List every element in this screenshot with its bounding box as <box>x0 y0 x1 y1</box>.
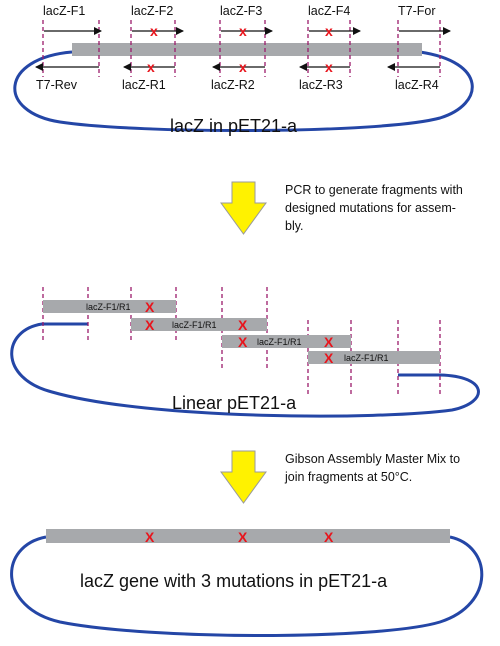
step-arrow-1 <box>220 181 267 235</box>
step1-text-line2: designed mutations for assem- <box>285 201 456 215</box>
assembled-plasmid-backbone <box>10 535 484 637</box>
primer-label-lacz-f3: lacZ-F3 <box>220 4 262 18</box>
assembled-mutation-3: X <box>324 529 334 545</box>
fragment-mutation-6: X <box>324 350 334 366</box>
mutation-mark-f4: x <box>325 23 333 39</box>
primer-label-lacz-f1: lacZ-F1 <box>43 4 85 18</box>
step1-text-line3: bly. <box>285 219 304 233</box>
panel1-caption: lacZ in pET21-a <box>170 116 298 136</box>
primer-label-lacz-f2: lacZ-F2 <box>131 4 173 18</box>
primer-label-lacz-r3: lacZ-R3 <box>299 78 343 92</box>
step2-text-line2: join fragments at 50°C. <box>284 470 412 484</box>
fragment-mutation-5: X <box>324 334 334 350</box>
primer-label-lacz-f4: lacZ-F4 <box>308 4 350 18</box>
mutation-mark-r3: x <box>325 59 333 75</box>
panel-pcr-fragments: lacZ-F1/R1 lacZ-F1/R1 lacZ-F1/R1 lacZ-F1… <box>10 287 480 418</box>
fragment-4-label: lacZ-F1/R1 <box>344 353 389 363</box>
assembled-mutation-2: X <box>238 529 248 545</box>
primer-label-lacz-r2: lacZ-R2 <box>211 78 255 92</box>
step2-text-line1: Gibson Assembly Master Mix to <box>285 452 460 466</box>
primer-label-t7-rev: T7-Rev <box>36 78 78 92</box>
fragment-3 <box>222 335 351 348</box>
fragment-mutation-4: X <box>238 334 248 350</box>
mutation-mark-r1: x <box>147 59 155 75</box>
mutation-mark-f3: x <box>239 23 247 39</box>
step-arrow-2 <box>220 450 267 504</box>
panel-assembled-plasmid: X X X lacZ gene with 3 mutations in pET2… <box>10 529 484 637</box>
primer-label-lacz-r4: lacZ-R4 <box>395 78 439 92</box>
assembled-lacz-bar <box>46 529 450 543</box>
fragment-2-label: lacZ-F1/R1 <box>172 320 217 330</box>
plasmid-backbone <box>13 50 474 133</box>
fragment-4 <box>308 351 440 364</box>
fragment-1-label: lacZ-F1/R1 <box>86 302 131 312</box>
fragment-mutation-1: X <box>145 299 155 315</box>
fragment-mutation-2: X <box>145 317 155 333</box>
fragment-mutation-3: X <box>238 317 248 333</box>
primer-label-lacz-r1: lacZ-R1 <box>122 78 166 92</box>
panel2-caption: Linear pET21-a <box>172 393 297 413</box>
assembled-mutation-1: X <box>145 529 155 545</box>
mutation-mark-f2: x <box>150 23 158 39</box>
linear-plasmid-left-arm <box>10 322 480 418</box>
lacz-gene-bar <box>72 43 422 56</box>
panel3-caption: lacZ gene with 3 mutations in pET21-a <box>80 571 388 591</box>
panel-plasmid-with-primers: lacZ-F1 lacZ-F2 lacZ-F3 lacZ-F4 T7-For x… <box>13 4 474 136</box>
step1-text-line1: PCR to generate fragments with <box>285 183 463 197</box>
fragment-3-label: lacZ-F1/R1 <box>257 337 302 347</box>
fragment-2 <box>131 318 267 331</box>
mutation-mark-r2: x <box>239 59 247 75</box>
fragment-1 <box>43 300 176 313</box>
primer-label-t7-for: T7-For <box>398 4 436 18</box>
